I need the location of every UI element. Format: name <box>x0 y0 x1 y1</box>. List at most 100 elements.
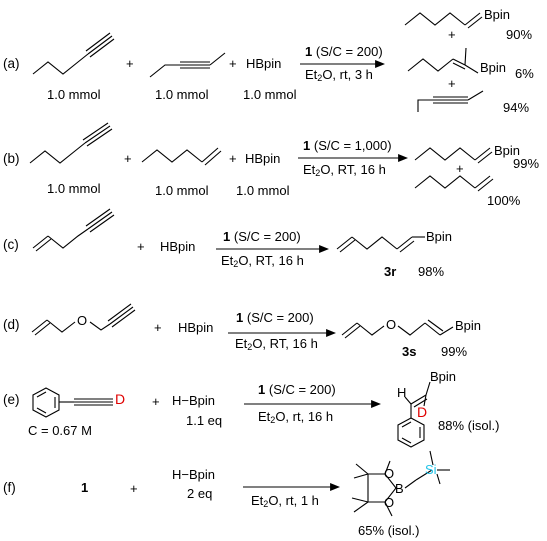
row-d-label: (d) <box>3 317 20 332</box>
row-c-product-yield: 98% <box>418 264 445 279</box>
catalyst-loading: (S/C = 200) <box>233 229 301 244</box>
row-f-product-o1: O <box>384 466 395 481</box>
row-d-product-yield: 99% <box>441 344 468 359</box>
row-c-catalyst: 1 (S/C = 200) <box>223 229 301 244</box>
row-c-reagent: HBpin <box>160 239 196 254</box>
row-e-reagent-eq: 1.1 eq <box>186 413 223 428</box>
solvent-subscript: 2 <box>270 415 276 425</box>
catalyst-loading: (S/C = 200) <box>315 44 383 59</box>
vinyl-bpin-a <box>404 12 466 26</box>
conditions-rest: O, rt, 1 h <box>268 493 319 508</box>
enyne-c <box>47 228 89 249</box>
conditions-rest: O, rt, 3 h <box>322 67 373 82</box>
solvent: Et <box>221 253 234 268</box>
row-d-conditions: Et2O, RT, 16 h <box>235 336 318 352</box>
row-a-product-2-group: Bpin <box>480 60 507 75</box>
row-e-reagent: H−Bpin <box>172 393 215 408</box>
row-d-plus: + <box>154 320 162 335</box>
row-a-plus-2: + <box>229 56 237 71</box>
catalyst-number: 1 <box>303 138 311 153</box>
row-a-product-1-yield: 90% <box>506 27 533 42</box>
row-f-product-yield: 65% (isol.) <box>358 523 420 538</box>
row-b-structures <box>29 122 494 192</box>
row-d-catalyst: 1 (S/C = 200) <box>236 310 314 325</box>
row-b-product-2-yield: 100% <box>487 193 521 208</box>
row-b-reagent: HBpin <box>245 151 281 166</box>
catalyst-loading: (S/C = 1,000) <box>313 138 392 153</box>
row-e-product-deuterium: D <box>417 404 428 420</box>
row-a-product-3-yield: 94% <box>503 100 530 115</box>
row-a-reagent: HBpin <box>246 56 282 71</box>
row-f-product-silicon: Si <box>425 462 437 477</box>
row-f-reagent-eq: 2 eq <box>187 486 213 501</box>
row-a-label: (a) <box>3 56 20 71</box>
row-a-structures <box>32 12 484 112</box>
row-f-catalyst-number: 1 <box>81 480 89 495</box>
row-f-conditions: Et2O, rt, 1 h <box>251 493 319 509</box>
hexyne-b <box>29 142 86 164</box>
row-b-plus-1: + <box>124 151 132 166</box>
branched-bpin-a <box>407 58 454 72</box>
row-b-plus-2: + <box>229 151 237 166</box>
solvent: Et <box>258 409 271 424</box>
row-b-amount-3: 1.0 mmol <box>236 183 290 198</box>
row-a-product-1-group: Bpin <box>484 7 511 22</box>
diene-bpin-c <box>351 236 398 250</box>
solvent-subscript: 2 <box>315 168 321 178</box>
conditions-rest: O, rt, 16 h <box>275 409 334 424</box>
row-b-amount-2: 1.0 mmol <box>155 183 209 198</box>
catalyst-loading: (S/C = 200) <box>268 382 336 397</box>
row-b-catalyst: 1 (S/C = 1,000) <box>303 138 392 153</box>
row-e-concentration: C = 0.67 M <box>28 423 92 438</box>
row-a-amount-1: 1.0 mmol <box>47 87 101 102</box>
solvent: Et <box>303 162 316 177</box>
row-a-conditions: Et2O, rt, 3 h <box>305 67 373 83</box>
row-d-structures <box>31 303 454 339</box>
solvent: Et <box>251 493 264 508</box>
solvent-subscript: 2 <box>263 499 269 509</box>
catalyst-number: 1 <box>305 44 313 59</box>
row-e-catalyst: 1 (S/C = 200) <box>258 382 336 397</box>
solvent-subscript: 2 <box>233 259 239 269</box>
vinyl-bpin-b <box>414 147 476 161</box>
row-b-plus-3: + <box>456 161 464 176</box>
row-e-structures <box>32 381 431 448</box>
row-e-product-group: Bpin <box>430 369 457 384</box>
allyl-propargyl-ether <box>46 319 76 333</box>
row-f-label: (f) <box>3 480 16 495</box>
internal-alkyne-a-product <box>417 99 433 112</box>
row-b-product-1-group: Bpin <box>494 143 521 158</box>
row-e-label: (e) <box>3 392 20 407</box>
internal-alkyne-a <box>149 64 180 78</box>
conditions-rest: O, RT, 16 h <box>252 336 318 351</box>
hexyne-a <box>32 53 89 75</box>
ether-bpin-d <box>356 322 385 336</box>
row-f-product-boron: B <box>395 481 404 496</box>
row-e-deuterium: D <box>115 391 126 407</box>
row-b-amount-1: 1.0 mmol <box>47 181 101 196</box>
solvent-subscript: 2 <box>247 342 253 352</box>
hexene-b-product <box>414 175 476 189</box>
conditions-rest: O, RT, 16 h <box>320 162 386 177</box>
row-d-product-group: Bpin <box>455 318 482 333</box>
conditions-rest: O, RT, 16 h <box>238 253 304 268</box>
row-d-product-id: 3s <box>402 344 417 359</box>
row-c-plus: + <box>137 239 145 254</box>
row-d-reagent: HBpin <box>178 320 214 335</box>
row-c-structures <box>32 208 425 253</box>
catalyst-number: 1 <box>223 229 231 244</box>
row-b-product-1-yield: 99% <box>513 156 540 171</box>
catalyst-number: 1 <box>236 310 244 325</box>
row-b-conditions: Et2O, RT, 16 h <box>303 162 386 178</box>
row-a-product-2-yield: 6% <box>515 66 534 81</box>
row-a-plus-4: + <box>448 76 456 91</box>
solvent: Et <box>235 336 248 351</box>
solvent: Et <box>305 67 318 82</box>
row-e-conditions: Et2O, rt, 16 h <box>258 409 334 425</box>
catalyst-loading: (S/C = 200) <box>246 310 314 325</box>
row-e-plus: + <box>152 394 160 409</box>
row-a-plus-1: + <box>126 56 134 71</box>
row-a-amount-3: 1.0 mmol <box>243 87 297 102</box>
row-c-conditions: Et2O, RT, 16 h <box>221 253 304 269</box>
